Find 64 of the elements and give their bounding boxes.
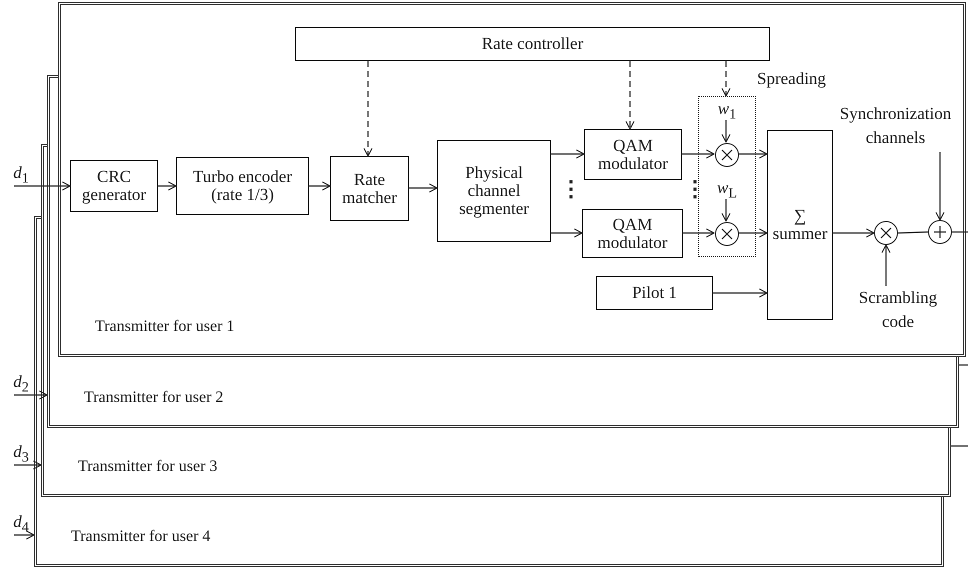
signal-arrow — [158, 181, 177, 191]
process-box — [584, 129, 682, 180]
node-text: d$_{2}$ — [13, 370, 29, 398]
node-text: d$_{3}$ — [13, 440, 29, 468]
signal-arrow — [738, 149, 768, 159]
process-box — [330, 156, 409, 221]
node-text: Rate controller — [482, 35, 584, 53]
control-arrow — [721, 61, 731, 97]
signal-arrow — [833, 228, 875, 238]
process-box — [295, 27, 770, 61]
node-text: QAM modulator — [597, 136, 669, 172]
signal-arrow — [14, 390, 48, 400]
signal-line — [959, 364, 968, 366]
transmitter-panel — [34, 497, 944, 567]
signal-arrow — [721, 120, 731, 143]
signal-arrow — [14, 460, 42, 470]
node-text: w$_{L}$ — [717, 176, 737, 204]
node-text: Scrambling code — [858, 287, 938, 333]
process-box — [767, 130, 833, 320]
process-box — [582, 209, 683, 258]
node-text: w$_{1}$ — [718, 98, 736, 124]
node-text: Turbo encoder (rate 1/3) — [192, 168, 293, 204]
signal-arrow — [721, 199, 731, 222]
signal-line — [952, 231, 968, 233]
node-text: Rate matcher — [341, 170, 398, 206]
node-text: ∑ — [794, 207, 806, 225]
process-box — [70, 160, 158, 212]
signal-line — [898, 231, 928, 234]
signal-arrow — [935, 152, 945, 221]
signal-arrow — [738, 228, 768, 238]
process-box — [437, 140, 551, 242]
control-arrow — [363, 61, 373, 157]
panel-title: Transmitter for user 3 — [78, 458, 218, 476]
node-text: d$_{1}$ — [13, 162, 29, 188]
process-box — [596, 276, 713, 310]
signal-arrow — [682, 149, 715, 159]
group-title: Spreading — [757, 69, 826, 89]
continuation-dots: ⋮ — [684, 178, 706, 200]
node-text: Pilot 1 — [632, 284, 677, 302]
signal-arrow — [551, 149, 585, 159]
node-text: CRC generator — [80, 168, 148, 204]
process-box — [176, 157, 309, 215]
panel-title: Transmitter for user 4 — [71, 528, 210, 546]
transmitter-panel — [41, 428, 951, 497]
signal-arrow — [14, 181, 71, 191]
signal-arrow — [551, 228, 583, 238]
signal-arrow — [309, 181, 331, 191]
continuation-dots: ⋮ — [560, 178, 582, 200]
panel-title: Transmitter for user 1 — [95, 318, 234, 336]
signal-arrow — [409, 183, 438, 193]
signal-arrow — [881, 244, 891, 286]
node-text: Physical channel segmenter — [458, 164, 530, 218]
signal-arrow — [683, 228, 715, 238]
panel-title: Transmitter for user 2 — [84, 389, 224, 407]
node-text: Synchronization channels — [838, 103, 952, 149]
signal-line — [951, 445, 968, 447]
signal-arrow — [14, 530, 35, 540]
transmitter-panel — [58, 2, 966, 357]
node-text: QAM modulator — [596, 216, 668, 252]
control-arrow — [625, 61, 635, 130]
transmitter-panel — [47, 357, 959, 428]
signal-arrow — [713, 288, 768, 298]
node-text: d$_{4}$ — [13, 510, 29, 538]
node-text: summer — [772, 225, 828, 243]
